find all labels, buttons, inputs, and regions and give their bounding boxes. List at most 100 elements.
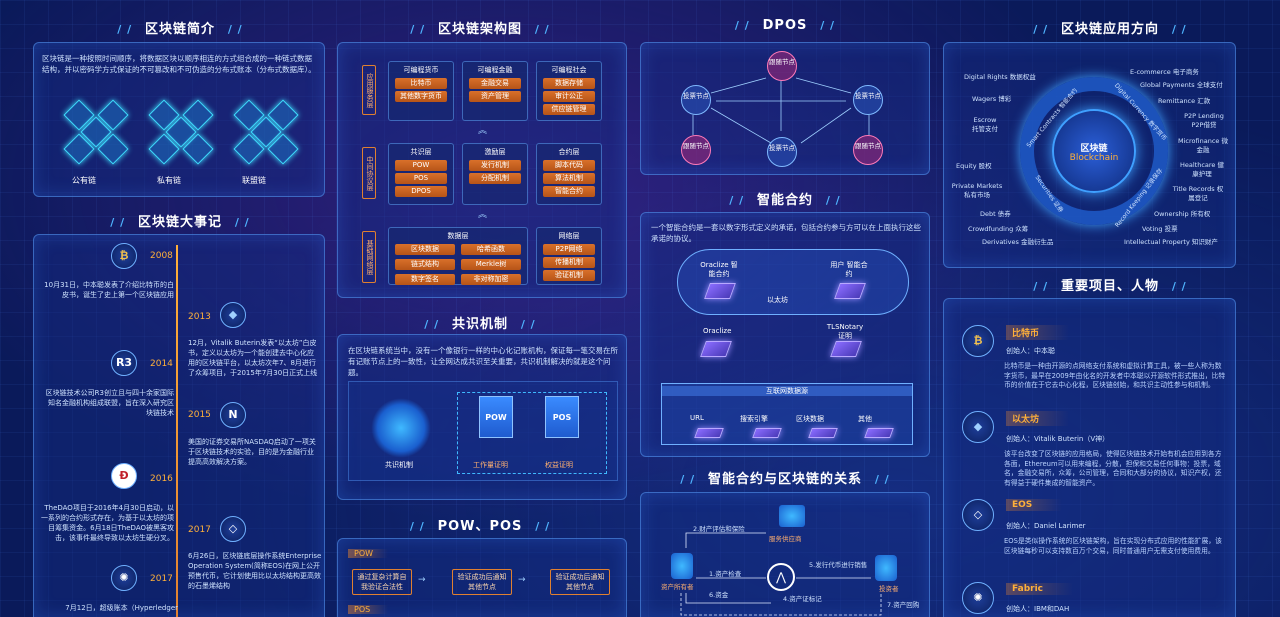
relation-label: 资产所有者 [661, 583, 694, 591]
pow-label: 工作量证明 [473, 461, 508, 469]
relation-panel: 2.财产评估和保险 服务供应商 1.资产检查 资产所有者 ⋀ 5.发行代币进行销… [640, 492, 930, 617]
consortium-chain-graphic [232, 98, 302, 168]
smart-text: 一个智能合约是一套以数字形式定义的承诺，包括合约参与方可以在上面执行这些承诺的协… [651, 223, 921, 243]
owner-icon [671, 553, 693, 579]
investor-icon [875, 555, 897, 581]
app-label: Microfinance 微金融 [1178, 137, 1228, 154]
oraclize-label: Oraclize [703, 327, 732, 335]
app-label: Ownership 所有权 [1154, 210, 1211, 218]
title-events: 区块链大事记 [60, 211, 300, 230]
smart-panel: 一个智能合约是一套以数字形式定义的承诺，包括合约参与方可以在上面执行这些承诺的协… [640, 212, 930, 457]
dpos-node: 投票节点 [853, 85, 883, 115]
app-label: Private Markets 私有市场 [951, 182, 1003, 199]
ring-inner [1052, 109, 1136, 193]
project-creator: 创始人：Vitalik Buterin（V神） [1006, 435, 1110, 443]
source-label: 搜索引擎 [740, 415, 768, 423]
nasdaq-icon: N [220, 402, 246, 428]
consensus-text: 在区块链系统当中，没有一个像银行一样的中心化记账机构，保证每一笔交易在所有记账节… [348, 346, 618, 377]
dpos-node: 投票节点 [767, 137, 797, 167]
eth-label: 以太坊 [767, 296, 788, 304]
arch-item: DPOS [395, 186, 447, 197]
projects-panel: ₿ 比特币 创始人：中本聪 比特币是一种由开源的点网络支付系统和虚拟计算工具，被… [943, 298, 1236, 617]
event-year: 2013 [188, 312, 211, 322]
app-label: Intellectual Property 知识财产 [1124, 238, 1218, 246]
title-dpos: DPOS [670, 18, 900, 33]
arch-item: 资产管理 [469, 91, 521, 102]
source-block-icon [864, 428, 894, 438]
source-block-icon [752, 428, 782, 438]
project-desc: EOS是类似操作系统的区块链架构，旨在实现分布式应用的性能扩展，该区块链每秒可以… [1004, 537, 1222, 555]
event-text: 6月26日，区块链底层操作系统Enterprise Operation Syst… [188, 552, 322, 590]
app-label: Escrow 托管支付 [972, 116, 998, 133]
source-block-icon [694, 428, 724, 438]
event-year: 2014 [150, 359, 173, 369]
dpos-node: 投票节点 [681, 85, 711, 115]
app-label: Digital Rights 数据权益 [964, 73, 1036, 81]
data-source-title: 互联网数据源 [662, 386, 912, 396]
arch-item: Merkle树 [461, 259, 521, 270]
apps-panel: 区块链 Blockchain Smart Contracts 智能合约 Digi… [943, 42, 1236, 268]
bitcoin-icon: ₿ [111, 243, 137, 269]
source-label: URL [690, 414, 704, 422]
pow-step: 通过复杂计算自我验证合法性 [352, 569, 412, 595]
arch-panel: 应用服务层 可编程货币 比特币 其他数字货币 可编程金融 金融交易 资产管理 可… [337, 42, 627, 298]
app-label: Title Records 权属登记 [1172, 185, 1224, 202]
oraclize-contract-label: Oraclize 智能合约 [700, 261, 738, 278]
arch-item: 智能合约 [543, 186, 595, 197]
source-label: 区块数据 [796, 415, 824, 423]
title-arch: 区块链架构图 [360, 18, 600, 37]
arch-item: 数字签名 [395, 274, 455, 285]
dpos-panel: 跟随节点 投票节点 投票节点 跟随节点 投票节点 跟随节点 [640, 42, 930, 175]
arch-column: 共识层 POW POS DPOS [388, 143, 454, 205]
arch-item: 算法机制 [543, 173, 595, 184]
app-label: P2P Lending P2P借贷 [1184, 112, 1224, 129]
relation-label: 2.财产评估和保险 [693, 525, 745, 533]
arch-item: 哈希函数 [461, 244, 521, 255]
relation-label: 4.资产证标记 [783, 595, 822, 603]
project-name: 比特币 [1006, 325, 1070, 340]
source-label: 其他 [858, 415, 872, 423]
pow-step: 验证成功后通知其他节点 [550, 569, 610, 595]
event-text: 7月12日，超级账本（Hyperledger [65, 604, 178, 612]
project-creator: 创始人：Daniel Larimer [1006, 522, 1086, 530]
project-name: 以太坊 [1006, 411, 1070, 426]
powpos-panel: POW 通过复杂计算自我验证合法性 → 验证成功后通知其他节点 → 验证成功后通… [337, 538, 627, 617]
timeline-line [176, 245, 178, 617]
arch-item: 比特币 [395, 78, 447, 89]
consensus-people-icon [371, 398, 431, 458]
arch-item: 验证机制 [543, 270, 595, 281]
data-source-box: 互联网数据源 URL 搜索引擎 区块数据 其他 [661, 383, 913, 445]
oraclize-block-icon [700, 341, 732, 357]
app-label: Debt 债券 [980, 210, 1011, 218]
blockchain-hub-icon: ⋀ [767, 563, 795, 591]
pow-doc-icon: POW [479, 396, 513, 438]
arch-column: 数据层 区块数据 哈希函数 链式结构 Merkle树 数字签名 非对称加密 [388, 227, 528, 285]
arch-column: 可编程金融 金融交易 资产管理 [462, 61, 528, 121]
app-label: Wagers 博彩 [972, 95, 1012, 103]
cloud-shape [677, 249, 909, 315]
arch-item: 脚本代码 [543, 160, 595, 171]
arch-item: 发行机制 [469, 160, 521, 171]
event-text: 区块链技术公司R3创立且与四十余家国际知名金融机构组成联盟，旨在深入研究区块链技… [45, 389, 174, 417]
pos-tag: POS [348, 605, 388, 614]
layer-label: 应用服务层 [362, 65, 376, 115]
eos-icon: ◇ [962, 499, 994, 531]
relation-label: 1.资产检查 [709, 570, 742, 578]
arch-item: 金融交易 [469, 78, 521, 89]
relation-label: 7.资产回购 [887, 601, 920, 609]
app-label: Global Payments 全球支付 [1140, 81, 1223, 89]
title-intro: 区块链简介 [60, 18, 300, 37]
source-block-icon [808, 428, 838, 438]
title-relation: 智能合约与区块链的关系 [670, 468, 900, 487]
arch-column: 网络层 P2P网络 传播机制 验证机制 [536, 227, 602, 285]
title-projects: 重要项目、人物 [980, 275, 1240, 294]
app-label: Crowdfunding 众筹 [968, 225, 1029, 233]
project-name: Fabric [1006, 583, 1073, 595]
eos-icon: ◇ [220, 516, 246, 542]
arch-item: 链式结构 [395, 259, 455, 270]
pow-step: 验证成功后通知其他节点 [452, 569, 512, 595]
ethereum-icon: ◆ [962, 411, 994, 443]
app-label: Voting 投票 [1142, 225, 1178, 233]
project-creator: 创始人：IBM和DAH [1006, 605, 1070, 613]
title-smart: 智能合约 [670, 189, 900, 208]
